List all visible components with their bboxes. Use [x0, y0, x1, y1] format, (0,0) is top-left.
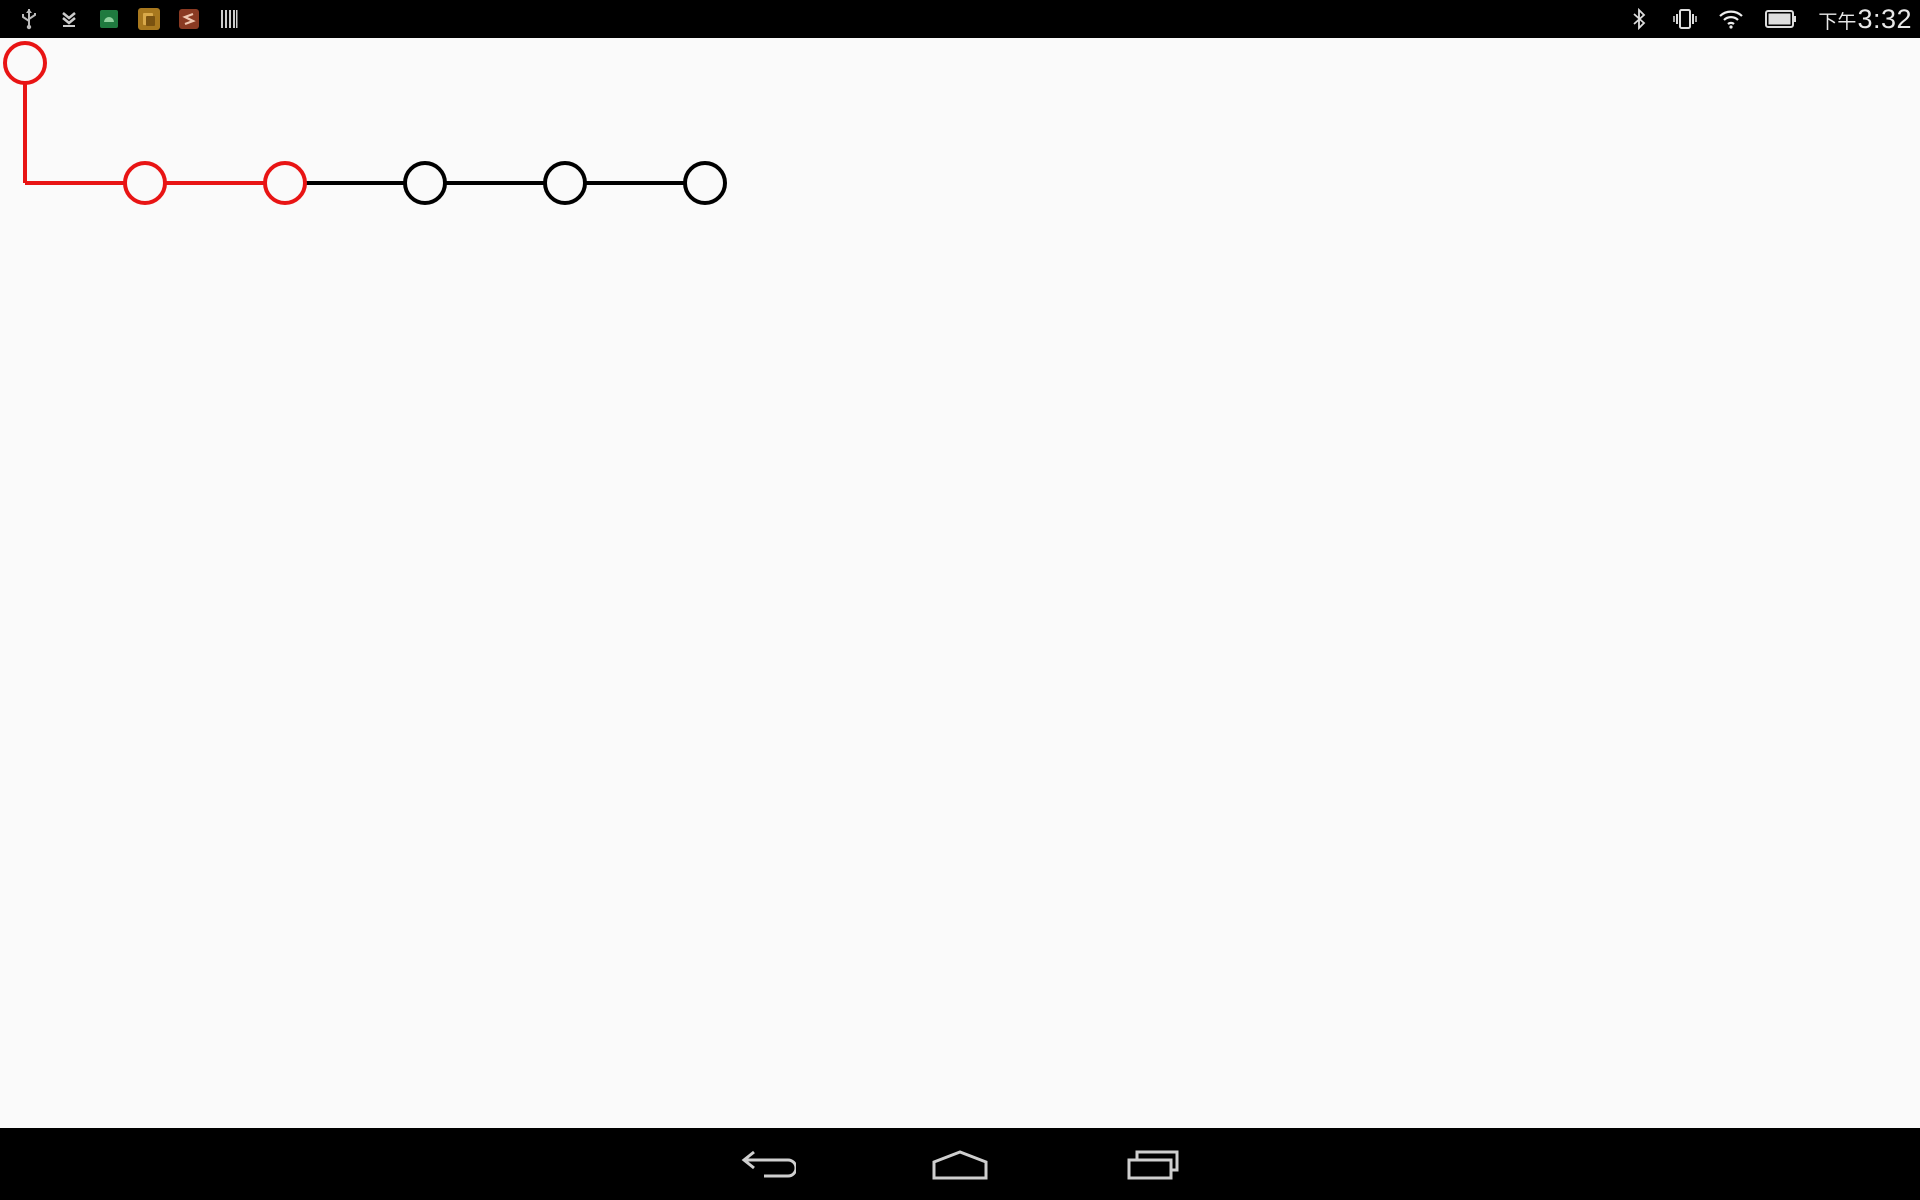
usb-icon — [16, 6, 42, 32]
recents-icon — [1127, 1150, 1179, 1180]
status-clock: 下午 3:32 — [1818, 4, 1912, 35]
home-button[interactable] — [900, 1138, 1020, 1190]
download-icon — [56, 6, 82, 32]
step-indicator — [3, 41, 727, 205]
step-node-3 — [263, 161, 307, 205]
battery-icon — [1764, 6, 1798, 32]
step-node-2 — [123, 161, 167, 205]
clock-ampm: 下午 — [1818, 11, 1857, 33]
vibrate-icon — [1672, 6, 1698, 32]
recents-button[interactable] — [1093, 1138, 1213, 1190]
bluetooth-icon — [1626, 6, 1652, 32]
step-node-4 — [403, 161, 447, 205]
main-content — [0, 38, 1920, 1128]
back-button[interactable] — [708, 1138, 828, 1190]
step-node-1 — [3, 41, 47, 85]
step-node-6 — [683, 161, 727, 205]
notification-icons — [16, 0, 242, 38]
back-icon — [741, 1150, 796, 1178]
android-app-icon — [96, 6, 122, 32]
wifi-icon — [1718, 6, 1744, 32]
package-app-icon — [136, 6, 162, 32]
status-bar: 下午 3:32 — [0, 0, 1920, 38]
sublime-app-icon — [176, 6, 202, 32]
clock-time: 3:32 — [1857, 3, 1912, 34]
step-node-5 — [543, 161, 587, 205]
home-icon — [932, 1150, 988, 1180]
navigation-bar — [0, 1128, 1920, 1200]
system-status: 下午 3:32 — [1626, 0, 1912, 38]
barcode-icon — [216, 6, 242, 32]
